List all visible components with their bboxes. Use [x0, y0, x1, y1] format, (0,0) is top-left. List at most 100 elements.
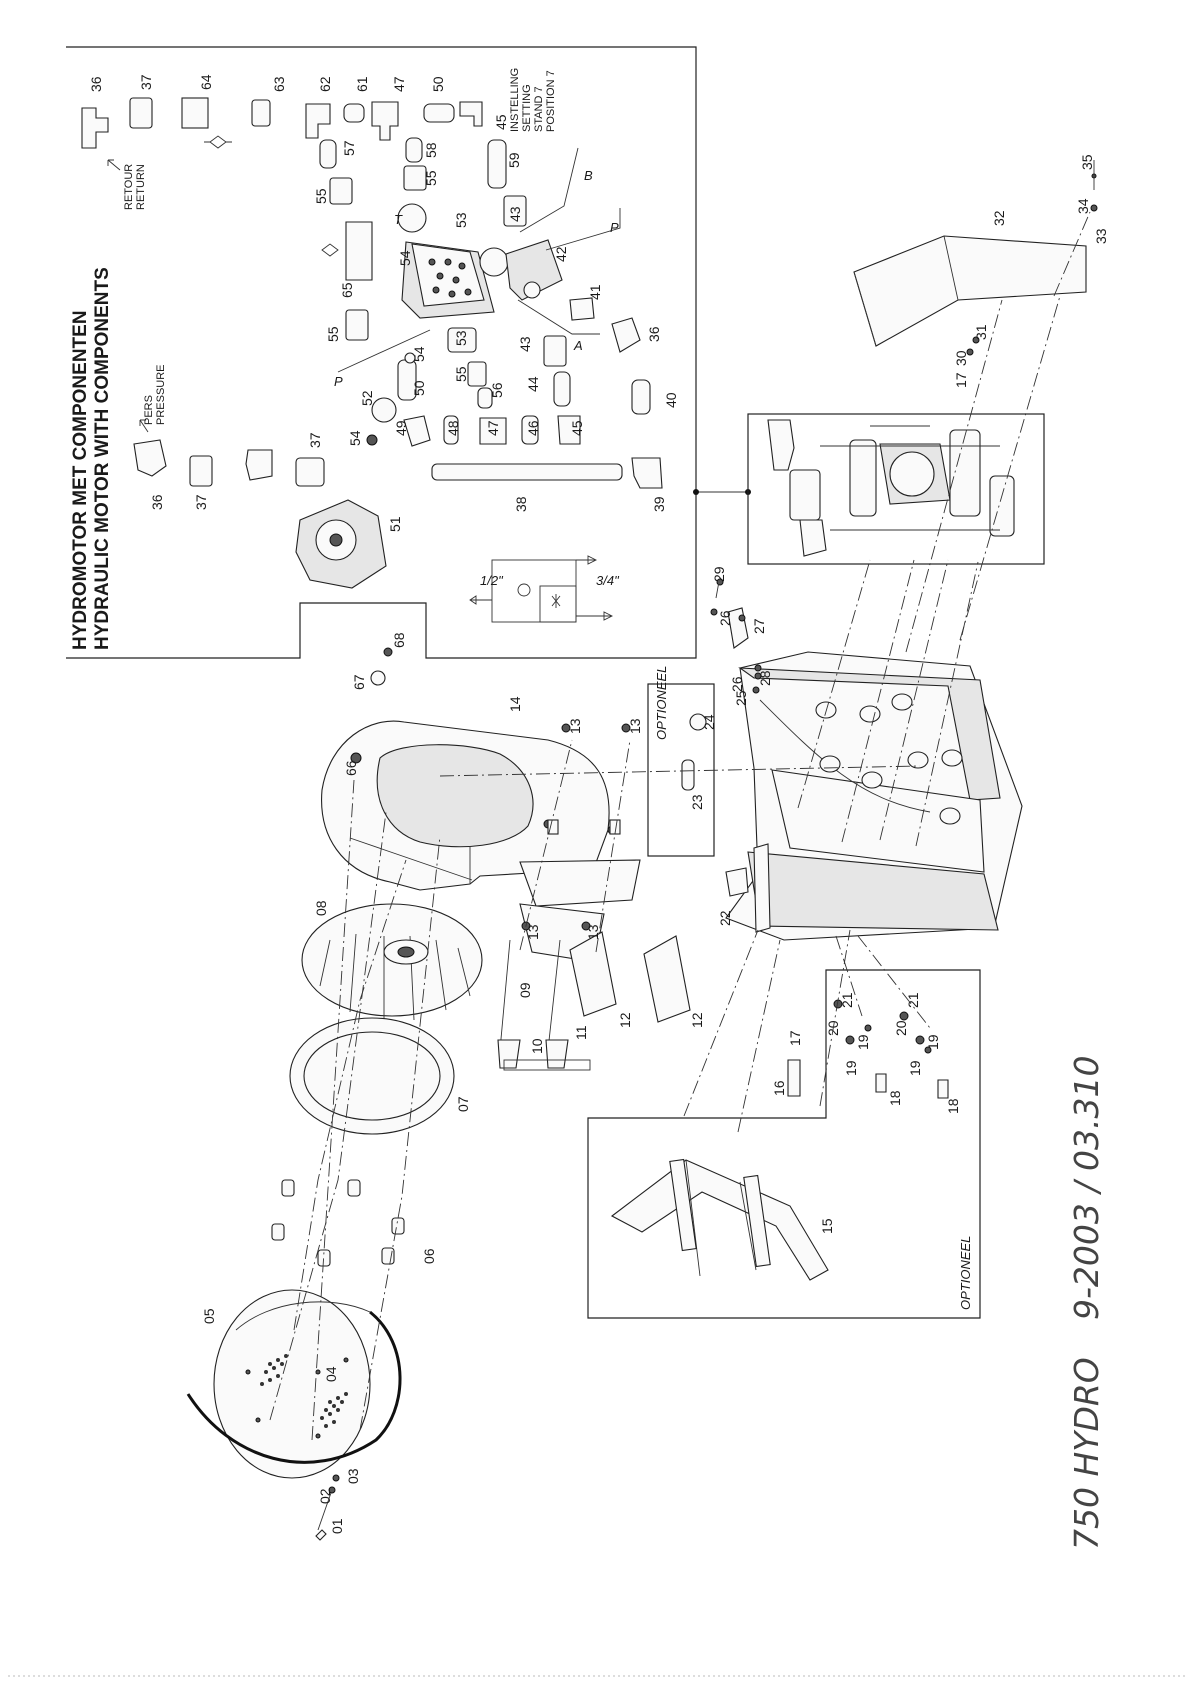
label-h54b: 54: [411, 346, 427, 362]
filter-65: [345, 221, 373, 281]
label-h51: 51: [387, 516, 403, 532]
elbow-45-low: [557, 415, 581, 445]
label-h66: 66: [343, 760, 359, 776]
option-label-2: OPTIONEEL: [958, 1236, 973, 1310]
label-p34: 34: [1075, 198, 1091, 214]
elbow-39: [631, 457, 663, 489]
label-p09: 09: [517, 982, 533, 998]
fasteners-01-03: 01 02 03: [315, 1468, 361, 1541]
label-p16: 16: [771, 1080, 787, 1096]
label-p18a: 18: [887, 1090, 903, 1106]
nut-55-a: [329, 177, 353, 205]
label-p23: 23: [689, 794, 705, 810]
elbow-36-right: [611, 317, 641, 353]
housing-labels: 67 68 66 14 13 13: [343, 632, 643, 776]
option-box-content: OPTIONEEL 23 24: [654, 666, 717, 810]
elbow-36-top: [81, 107, 109, 149]
label-p32: 32: [991, 210, 1007, 226]
label-h45a: 45: [493, 114, 509, 130]
label-p22: 22: [717, 910, 733, 926]
label-p28: 28: [757, 670, 773, 686]
label-p10: 10: [529, 1038, 545, 1054]
label-p13c: 13: [525, 924, 541, 940]
label-p13a: 13: [567, 718, 583, 734]
inset-title: HYDROMOTOR MET COMPONENTEN HYDRAULIC MOT…: [70, 267, 113, 650]
pressure-label-nl: PERS: [143, 395, 155, 425]
fitting-53-low: [447, 327, 477, 353]
pipe-60: [423, 103, 455, 123]
label-p05: 05: [201, 1308, 217, 1324]
label-h55b: 55: [423, 170, 439, 186]
pipe-58: [405, 137, 423, 163]
tee-47-low: [479, 417, 507, 445]
clamp-piece: [245, 449, 273, 481]
label-p25: 25: [733, 690, 749, 706]
grille-04: 04: [213, 1289, 371, 1479]
housing-hardware: [370, 647, 631, 733]
label-h52: 52: [359, 390, 375, 406]
label-h49: 49: [393, 420, 409, 436]
nut-43-low: [543, 335, 567, 367]
port-p-label: P: [610, 220, 619, 235]
valve-42: [479, 239, 595, 321]
label-h50a: 50: [430, 76, 446, 92]
nut-55-b: [403, 165, 427, 191]
tee-47-top: [371, 101, 399, 141]
pipe-61: [343, 103, 365, 123]
knob: [479, 247, 509, 277]
label-h43a: 43: [507, 206, 523, 222]
alignment-lines: [269, 211, 1091, 1441]
label-h47b: 47: [485, 420, 501, 436]
label-h67: 67: [351, 674, 367, 690]
return-label-nl: RETOUR: [123, 164, 135, 210]
elbow-49: [403, 415, 431, 447]
adapter-37-low: [295, 457, 325, 487]
pipe-57: [319, 139, 337, 169]
pressure-indicator: PERS PRESSURE: [139, 364, 167, 433]
title-line-2: HYDRAULIC MOTOR WITH COMPONENTS: [92, 267, 113, 650]
label-p29: 29: [711, 566, 727, 582]
connector-41: [569, 297, 595, 321]
filter-64: [181, 97, 209, 129]
label-p31: 31: [973, 324, 989, 340]
label-p30: 30: [953, 350, 969, 366]
label-h38: 38: [513, 496, 529, 512]
hydraulic-labels: 36 37 64 63 62 61 47 50 45 57 58 59 55 5…: [88, 74, 679, 532]
assembled-hydraulics-box: [747, 413, 1045, 565]
label-p17a: 17: [787, 1030, 803, 1046]
elbow-36-low: [133, 439, 167, 477]
label-h64: 64: [198, 74, 214, 90]
label-h41: 41: [587, 284, 603, 300]
label-h55a: 55: [313, 188, 329, 204]
label-h37a: 37: [138, 74, 154, 90]
flap-assembly: [497, 921, 691, 1071]
position-en: POSITION 7: [545, 70, 557, 132]
label-p12a: 12: [617, 1012, 633, 1028]
label-p03: 03: [345, 1468, 361, 1484]
label-p19b: 19: [925, 1034, 941, 1050]
label-h39: 39: [651, 496, 667, 512]
cover-hardware: [966, 160, 1098, 356]
label-p15: 15: [819, 1218, 835, 1234]
pipe-59: [487, 139, 507, 189]
bolts-16-21: 17 16 21 21 20 20 19 19 19 19 18 18: [771, 992, 961, 1114]
hydraulic-motor-51: [295, 499, 387, 589]
return-label-en: RETURN: [135, 164, 147, 210]
label-p26a: 26: [717, 610, 733, 626]
pipe-44: [553, 371, 571, 407]
label-p13b: 13: [627, 718, 643, 734]
pipe-56: [477, 387, 493, 409]
label-h37b: 37: [193, 494, 209, 510]
label-h59: 59: [506, 152, 522, 168]
port-b-label: B: [584, 168, 593, 183]
label-h58: 58: [423, 142, 439, 158]
label-h36b: 36: [646, 326, 662, 342]
pipe-48: [443, 415, 459, 445]
pressure-label-en: PRESSURE: [155, 364, 167, 425]
label-p14: 14: [507, 696, 523, 712]
label-p24: 24: [701, 714, 717, 730]
port-t-label: T: [394, 212, 403, 227]
position-nl: STAND 7: [533, 86, 545, 132]
stand-15: 15 OPTIONEEL: [610, 1158, 973, 1310]
label-h36a: 36: [88, 76, 104, 92]
